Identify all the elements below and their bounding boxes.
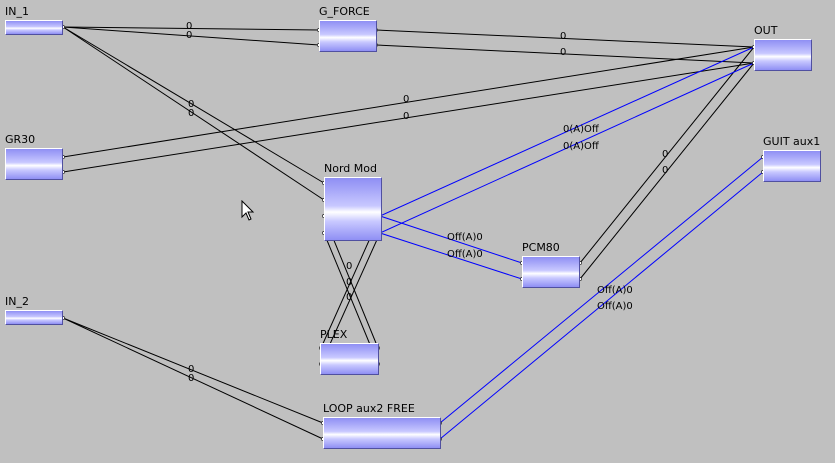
node-label: GUIT aux1 [763, 135, 821, 148]
wire-label: Off(A)0 [447, 249, 483, 260]
node-box[interactable] [763, 150, 821, 182]
node-loop-aux2-free[interactable]: LOOP aux2 FREE [323, 402, 441, 449]
wire-loop-guit [439, 156, 764, 424]
wire-label: 0 [188, 373, 194, 384]
mouse-cursor-icon [241, 200, 255, 221]
wire-label: Off(A)0 [597, 285, 633, 296]
wire-nord-plex [320, 232, 381, 365]
node-box[interactable] [5, 310, 63, 325]
wire-nord-out [379, 62, 755, 234]
wire-nord-pcm80 [379, 215, 523, 264]
wire-label: 0 [346, 292, 352, 303]
node-label: OUT [754, 24, 778, 37]
wire-label: 0 [403, 94, 409, 105]
wire-in1-nord [62, 26, 325, 184]
node-nord-mod[interactable]: Nord Mod [324, 162, 382, 241]
wire-nord-out [379, 46, 755, 217]
wire-label: Off(A)0 [597, 301, 633, 312]
node-in1[interactable]: IN_1 [5, 5, 63, 35]
node-label: IN_2 [5, 295, 29, 308]
node-box[interactable] [5, 20, 63, 35]
wire-label: 0(A)Off [563, 124, 600, 135]
node-box[interactable] [319, 20, 377, 52]
node-label: LOOP aux2 FREE [323, 402, 415, 415]
wire-nord-pcm80 [379, 232, 523, 280]
node-label: Nord Mod [324, 162, 377, 175]
node-box[interactable] [522, 256, 580, 288]
wire-pcm80-out [579, 62, 755, 280]
wire-gr30-out [62, 46, 755, 158]
wire-in1-nord [62, 26, 325, 201]
wire-label: Off(A)0 [447, 232, 483, 243]
wire-label: 0 [188, 99, 194, 110]
wire-label: 0 [560, 47, 566, 58]
wire-gforce-out [375, 44, 755, 64]
node-pcm80[interactable]: PCM80 [522, 241, 580, 288]
wire-label: 0 [346, 261, 352, 272]
node-box[interactable] [5, 148, 63, 180]
node-label: IN_1 [5, 5, 29, 18]
node-plex[interactable]: PLEX [320, 328, 379, 375]
wire-in1-gforce [62, 26, 320, 46]
wire-label: 0 [188, 364, 194, 375]
node-label: G_FORCE [319, 5, 370, 18]
wire-label: 0 [560, 31, 566, 42]
node-in2[interactable]: IN_2 [5, 295, 63, 325]
wire-pcm80-out [579, 46, 755, 264]
wire-label: 0 [186, 21, 192, 32]
wire-label: 0(A)Off [563, 141, 600, 152]
wire-label: 0 [186, 30, 192, 41]
node-guit-aux1[interactable]: GUIT aux1 [763, 135, 821, 182]
wire-gr30-out [62, 62, 755, 173]
wire-label: 0 [662, 165, 668, 176]
wire-gforce-out [375, 29, 755, 48]
node-gr30[interactable]: GR30 [5, 133, 63, 180]
node-box[interactable] [323, 417, 441, 449]
node-label: GR30 [5, 133, 36, 146]
node-gforce[interactable]: G_FORCE [319, 5, 377, 52]
wire-label: 0 [403, 111, 409, 122]
wire-label: 0 [662, 149, 668, 160]
node-label: PCM80 [522, 241, 560, 254]
node-label: PLEX [320, 328, 348, 341]
node-box[interactable] [324, 177, 382, 241]
wire-in2-loop [62, 317, 324, 424]
wire-loop-guit [439, 171, 764, 440]
node-box[interactable] [320, 343, 379, 375]
node-box[interactable] [754, 39, 812, 71]
wire-label: 0 [346, 277, 352, 288]
wire-label: 0 [188, 108, 194, 119]
wire-in2-loop [62, 317, 324, 440]
wire-in1-gforce [62, 26, 320, 31]
node-out[interactable]: OUT [754, 24, 812, 71]
